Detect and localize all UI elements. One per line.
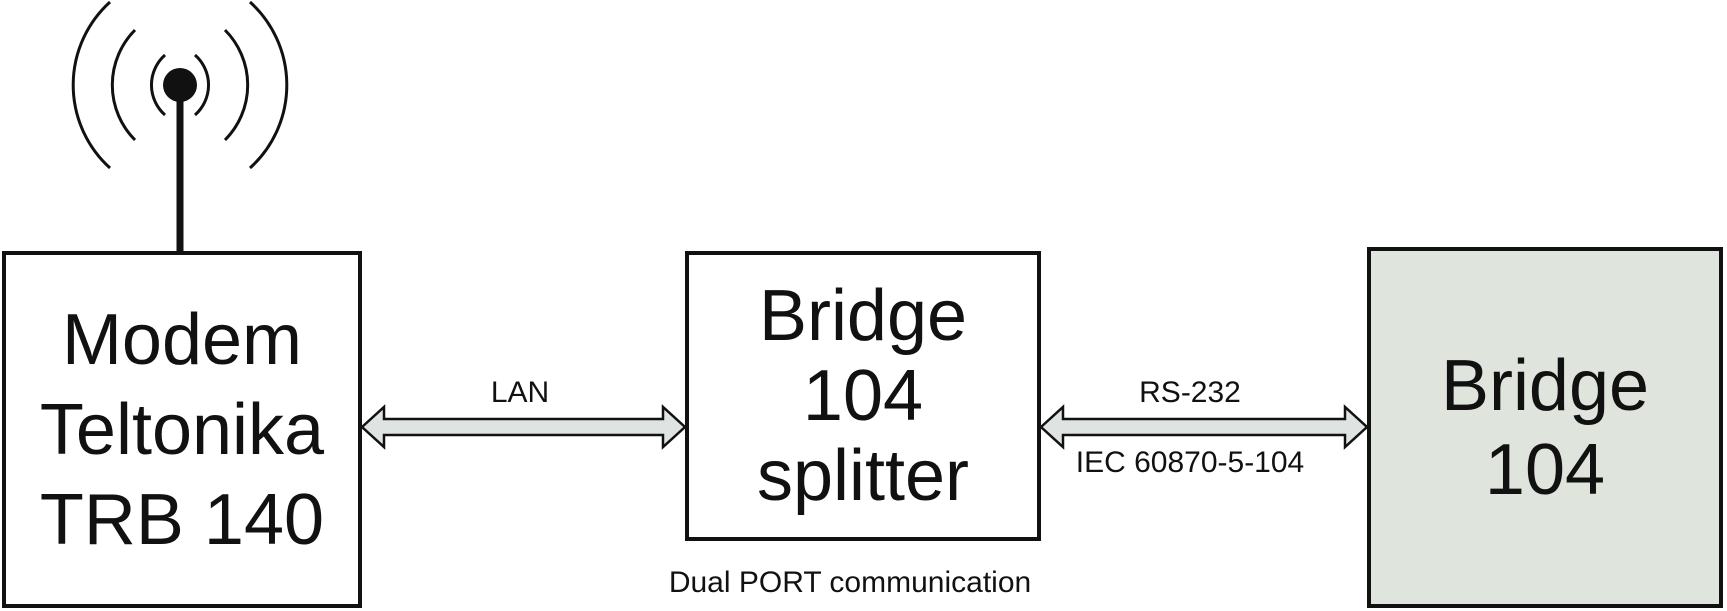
- splitter-label-line-1: Bridge: [758, 276, 968, 356]
- antenna-tip: [163, 68, 197, 102]
- bridge-box: Bridge 104: [1367, 247, 1723, 608]
- signal-wave-left-1: [150, 53, 167, 117]
- modem-label-line-1: Modem: [61, 299, 303, 380]
- signal-wave-right-2: [223, 28, 250, 142]
- signal-wave-left-3: [71, 0, 112, 170]
- splitter-label-line-3: splitter: [756, 436, 970, 516]
- signal-wave-right-1: [193, 53, 210, 117]
- lan-arrow: [360, 404, 687, 450]
- bridge-label-line-2: 104: [1484, 429, 1606, 510]
- splitter-label-line-2: 104: [802, 356, 924, 436]
- signal-wave-left-2: [110, 28, 137, 142]
- modem-label-line-3: TRB 140: [39, 479, 325, 560]
- antenna-icon: [71, 0, 289, 251]
- lan-link-label: LAN: [490, 376, 550, 409]
- modem-label-line-2: Teltonika: [39, 389, 325, 470]
- modem-box: Modem Teltonika TRB 140: [2, 251, 362, 608]
- serial-arrow: [1039, 404, 1369, 450]
- dual-port-caption: Dual PORT communication: [668, 566, 1032, 599]
- rs232-link-label: RS-232: [1139, 376, 1241, 409]
- splitter-box: Bridge 104 splitter: [685, 251, 1041, 541]
- bridge-label-line-1: Bridge: [1440, 345, 1650, 426]
- iec-protocol-label: IEC 60870-5-104: [1075, 446, 1305, 479]
- signal-wave-right-3: [248, 0, 289, 170]
